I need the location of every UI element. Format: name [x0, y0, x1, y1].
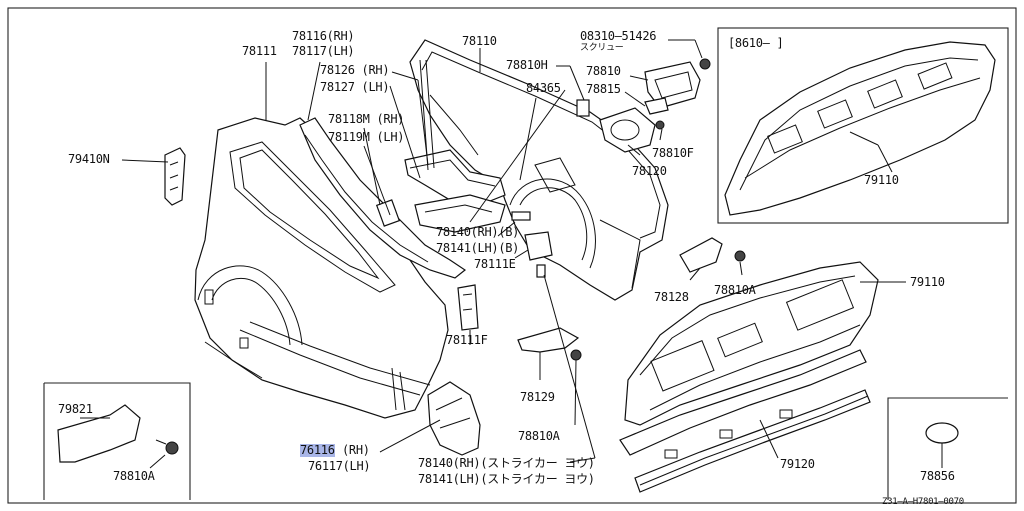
label-78810f: 78810F: [652, 146, 694, 160]
quarter-panel-78111: [194, 117, 449, 419]
label-78810a-mid: 78810A: [714, 283, 756, 297]
label-79120: 79120: [780, 457, 815, 471]
label-78810a-box: 78810A: [113, 469, 155, 483]
label-78120: 78120: [632, 164, 667, 178]
plug-78856: [925, 422, 959, 444]
label-78856: 78856: [920, 469, 955, 483]
leader-lines: [80, 39, 943, 469]
label-8610-range: [8610— ]: [728, 36, 784, 50]
label-78111f: 78111F: [446, 333, 488, 347]
label-08310-sub: スクリュー: [580, 43, 624, 53]
wheelhouse-brackets: [299, 59, 506, 279]
small-brackets: [57, 58, 746, 463]
diagram-code: Z31—A—H7801—0070: [882, 497, 964, 507]
label-78117: 78117(LH): [292, 44, 355, 58]
rear-panel-inset: [724, 41, 996, 216]
label-79410n: 79410N: [68, 152, 110, 166]
label-78128: 78128: [654, 290, 689, 304]
label-76116-highlight[interactable]: 76116: [300, 443, 335, 457]
label-78118m: 78118M (RH): [328, 112, 405, 126]
inset-box-79110: [717, 27, 1009, 224]
label-78141-b: 78141(LH)(B): [436, 241, 520, 255]
label-78126: 78126 (RH): [320, 63, 390, 77]
label-78810h: 78810H: [506, 58, 548, 72]
label-79110-inset: 79110: [864, 173, 899, 187]
label-76116-rh: (RH): [342, 443, 370, 457]
label-76117: 76117(LH): [308, 459, 371, 473]
label-78810: 78810: [586, 64, 621, 78]
outer-frame: [7, 7, 1017, 504]
label-78140-striker: 78140(RH)(ストライカー ヨウ): [418, 456, 595, 470]
label-78815: 78815: [586, 82, 621, 96]
label-78111: 78111: [242, 44, 277, 58]
label-08310-51426: 08310—51426: [580, 29, 657, 43]
label-78116: 78116(RH): [292, 29, 355, 43]
label-84365: 84365: [526, 81, 561, 95]
label-78119m: 78119M (LH): [328, 130, 405, 144]
label-78110: 78110: [462, 34, 497, 48]
label-78111e: 78111E: [474, 257, 516, 271]
label-79110: 79110: [910, 275, 945, 289]
label-78127: 78127 (LH): [320, 80, 390, 94]
label-79821: 79821: [58, 402, 93, 416]
label-78140-b: 78140(RH)(B): [436, 225, 520, 239]
label-78129: 78129: [520, 390, 555, 404]
rear-panel-main: [619, 261, 879, 493]
inset-box-78856: [887, 397, 1008, 500]
inner-panel-78110: [409, 39, 669, 301]
label-78141-striker: 78141(LH)(ストライカー ヨウ): [418, 472, 595, 486]
label-78810a-low: 78810A: [518, 429, 560, 443]
inset-box-79821: [44, 382, 191, 500]
